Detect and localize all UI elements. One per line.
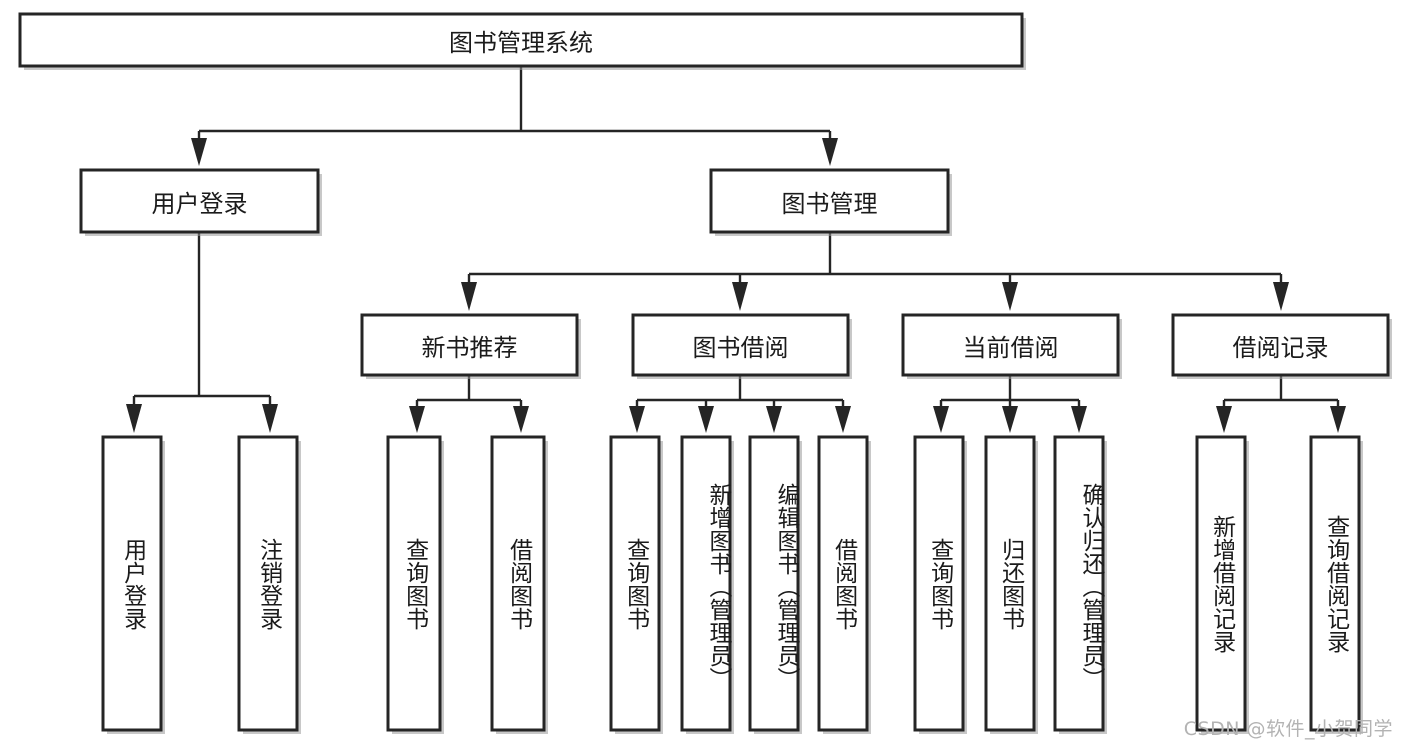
connector-group-book-mgmt-to-level3 (461, 232, 1289, 311)
leaf-book-borrow-3-label: 编辑图书（管理员） (773, 483, 799, 690)
arrow-root-to-user-login (191, 138, 207, 166)
leaf-current-borrow-3-box[interactable] (1053, 435, 1105, 732)
connector-group-current-borrow-leaves (933, 375, 1087, 433)
leaf-new-book-2[interactable] (490, 435, 548, 734)
connector-group-book-borrow-leaves (629, 375, 851, 433)
arrow-to-book-borrow (732, 282, 748, 311)
connector-group-new-book-leaves (409, 375, 529, 433)
leaf-borrow-record-2-box[interactable] (1309, 435, 1361, 732)
leaf-user-login-2-box[interactable] (237, 435, 299, 732)
arrow-current-borrow-leaf-1 (933, 406, 949, 433)
arrow-current-borrow-leaf-2 (1002, 406, 1018, 433)
arrow-borrow-record-leaf-2 (1330, 406, 1346, 433)
leaf-current-borrow-1-box[interactable] (913, 435, 965, 732)
leaf-book-borrow-4-label: 借阅图书 (830, 537, 857, 630)
node-borrow-record-label: 借阅记录 (1232, 333, 1329, 362)
node-borrow-record-box[interactable] (1171, 313, 1390, 377)
connector-group-root-to-level2 (191, 66, 838, 166)
leaf-book-borrow-2-label: 新增图书（管理员） (705, 483, 731, 690)
leaf-new-book-2-label: 借阅图书 (505, 537, 532, 630)
node-book-borrow-label: 图书借阅 (692, 333, 789, 362)
node-user-login[interactable] (79, 168, 322, 236)
arrow-root-to-book-mgmt (822, 138, 838, 166)
connector-group-user-login-leaves (126, 232, 278, 433)
leaf-borrow-record-2-label: 查询借阅记录 (1322, 514, 1349, 653)
arrow-book-borrow-leaf-2 (698, 406, 714, 433)
leaf-new-book-2-box[interactable] (490, 435, 546, 732)
leaf-book-borrow-1-box[interactable] (609, 435, 661, 732)
leaf-user-login-2-label: 注销登录 (255, 537, 282, 630)
node-current-borrow-label: 当前借阅 (962, 333, 1059, 362)
arrow-to-borrow-record (1273, 282, 1289, 311)
arrow-to-current-borrow (1002, 282, 1018, 311)
arrow-borrow-record-leaf-1 (1216, 406, 1232, 433)
leaf-current-borrow-3-label: 确认归还（管理员） (1078, 483, 1104, 690)
node-borrow-record[interactable] (1171, 313, 1392, 379)
leaf-new-book-1[interactable] (386, 435, 444, 734)
arrow-new-book-leaf-2 (513, 406, 529, 433)
leaf-borrow-record-2[interactable] (1309, 435, 1363, 734)
leaf-book-borrow-1-label: 查询图书 (622, 537, 649, 630)
arrow-to-new-book (461, 282, 477, 311)
node-root[interactable] (18, 12, 1026, 70)
node-new-book-recommend-label: 新书推荐 (421, 333, 518, 362)
node-current-borrow-box[interactable] (901, 313, 1120, 377)
node-book-management-box[interactable] (709, 168, 950, 234)
leaf-current-borrow-2-box[interactable] (984, 435, 1036, 732)
node-root-label: 图书管理系统 (449, 28, 593, 57)
leaf-book-borrow-4-box[interactable] (817, 435, 869, 732)
node-new-book-recommend[interactable] (360, 313, 581, 379)
leaf-book-borrow-4[interactable] (817, 435, 871, 734)
leaf-new-book-1-box[interactable] (386, 435, 442, 732)
leaf-new-book-1-label: 查询图书 (401, 537, 428, 630)
node-new-book-recommend-box[interactable] (360, 313, 579, 377)
leaf-user-login-2[interactable] (237, 435, 301, 734)
leaf-current-borrow-1[interactable] (913, 435, 967, 734)
leaf-current-borrow-3[interactable] (1053, 435, 1107, 734)
node-user-login-label: 用户登录 (151, 189, 248, 218)
leaf-user-login-1-box[interactable] (101, 435, 163, 732)
leaf-borrow-record-1-box[interactable] (1195, 435, 1247, 732)
leaf-borrow-record-1-label: 新增借阅记录 (1208, 514, 1235, 653)
node-book-borrow-box[interactable] (631, 313, 850, 377)
node-current-borrow[interactable] (901, 313, 1122, 379)
leaf-borrow-record-1[interactable] (1195, 435, 1249, 734)
node-user-login-box[interactable] (79, 168, 320, 234)
arrow-user-login-leaf-2 (262, 404, 278, 433)
arrow-book-borrow-leaf-1 (629, 406, 645, 433)
leaf-current-borrow-1-label: 查询图书 (926, 537, 953, 630)
leaf-current-borrow-2[interactable] (984, 435, 1038, 734)
arrow-book-borrow-leaf-3 (766, 406, 782, 433)
arrow-user-login-leaf-1 (126, 404, 142, 433)
arrow-current-borrow-leaf-3 (1071, 406, 1087, 433)
node-book-management[interactable] (709, 168, 952, 236)
leaf-book-borrow-3[interactable] (748, 435, 802, 734)
arrow-book-borrow-leaf-4 (835, 406, 851, 433)
leaf-current-borrow-2-label: 归还图书 (997, 537, 1024, 630)
node-book-management-label: 图书管理 (781, 189, 878, 218)
leaf-book-borrow-2[interactable] (680, 435, 734, 734)
leaf-book-borrow-2-box[interactable] (680, 435, 732, 732)
node-root-box[interactable] (18, 12, 1024, 68)
leaf-user-login-1[interactable] (101, 435, 165, 734)
connector-group-borrow-record-leaves (1216, 375, 1346, 433)
leaf-book-borrow-3-box[interactable] (748, 435, 800, 732)
arrow-new-book-leaf-1 (409, 406, 425, 433)
leaf-book-borrow-1[interactable] (609, 435, 663, 734)
node-book-borrow[interactable] (631, 313, 852, 379)
leaf-user-login-1-label: 用户登录 (119, 537, 146, 630)
